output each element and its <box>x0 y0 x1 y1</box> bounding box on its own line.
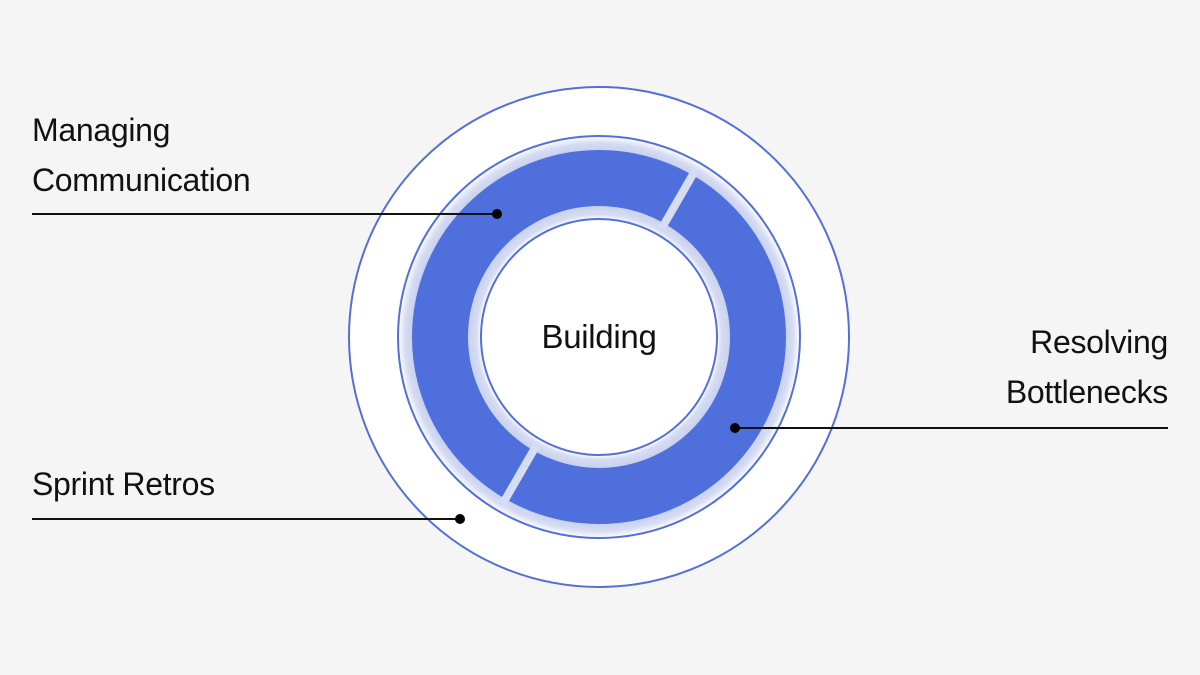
label-line: Sprint Retros <box>32 466 215 502</box>
label-line: Managing <box>32 112 171 148</box>
label-line: Communication <box>32 162 251 198</box>
segment-divider <box>658 167 699 231</box>
leader-line-sprint-retros <box>32 518 460 520</box>
label-sprint-retros: Sprint Retros <box>32 459 215 509</box>
building-band <box>412 150 786 524</box>
center-label: Building <box>541 318 657 355</box>
label-line: Bottlenecks <box>1005 374 1168 410</box>
leader-line-resolving-bottlenecks <box>735 427 1168 429</box>
leader-dot-sprint-retros <box>455 514 465 524</box>
inner-core <box>480 218 718 456</box>
segment-divider <box>499 443 540 507</box>
leader-dot-managing-communication <box>492 209 502 219</box>
label-line: Resolving <box>1030 324 1168 360</box>
leader-dot-resolving-bottlenecks <box>730 423 740 433</box>
leader-line-managing-communication <box>32 213 497 215</box>
